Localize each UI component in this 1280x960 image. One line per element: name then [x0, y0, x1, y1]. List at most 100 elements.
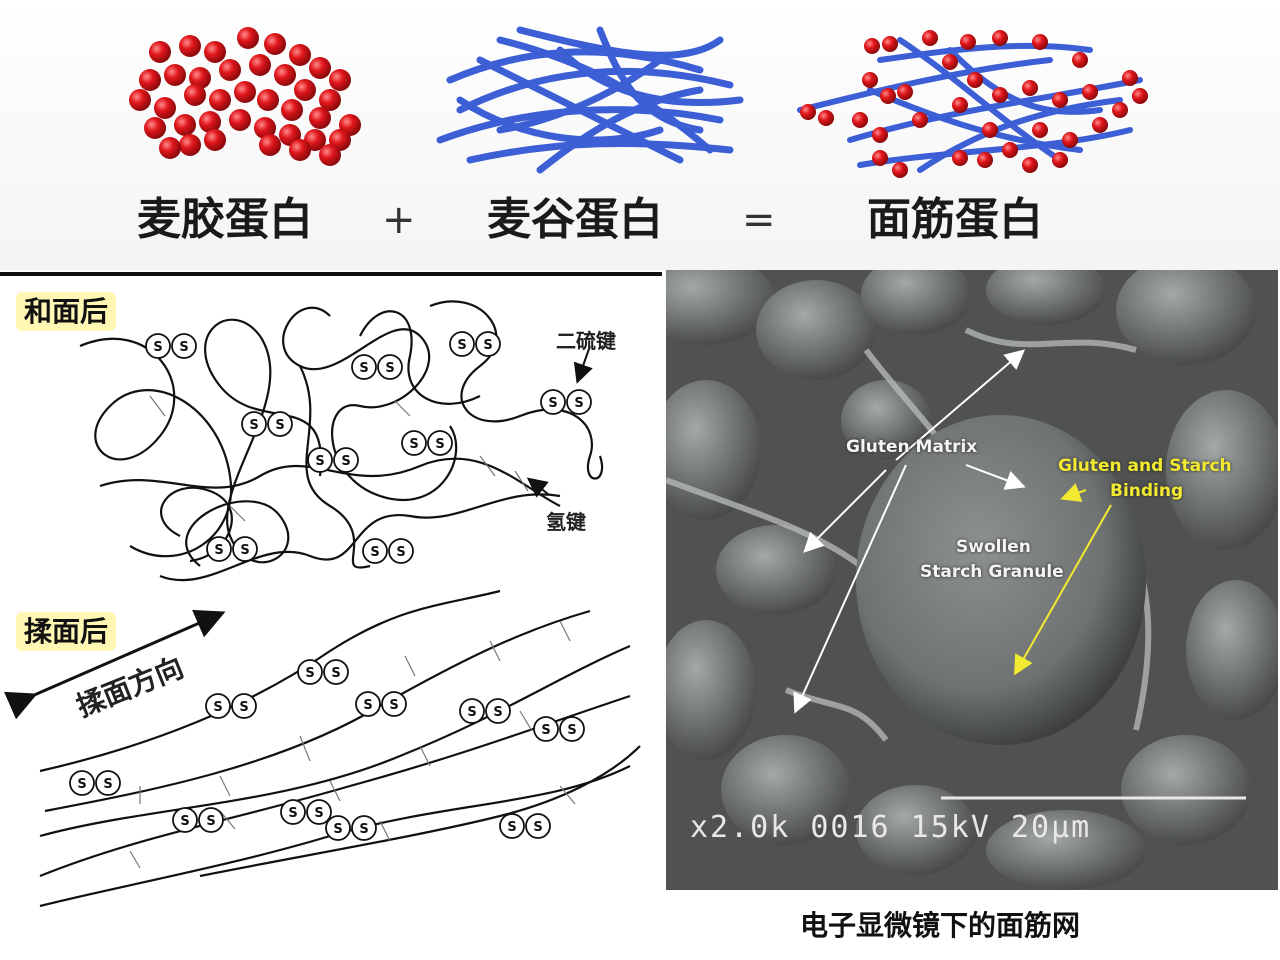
gliadin-bead [174, 114, 196, 136]
gliadin-bead [329, 69, 351, 91]
sulfur-atom: S [241, 411, 267, 437]
svg-text:S: S [288, 806, 297, 821]
gluten-network-illustration [797, 30, 1148, 178]
disulfide-pointer-arrow [573, 345, 593, 384]
hydrogen-pointer-arrow [526, 477, 549, 498]
svg-text:S: S [331, 666, 340, 681]
gliadin-bead [219, 59, 241, 81]
sulfur-atom: S [362, 538, 388, 564]
svg-text:S: S [359, 822, 368, 837]
svg-text:S: S [359, 361, 368, 376]
gliadin-bead [319, 144, 341, 166]
gluten-bead [952, 150, 968, 166]
glutenin-fiber-bundle [436, 26, 744, 174]
gluten-starch-binding-label-1: Gluten and Starch [1058, 456, 1232, 476]
gliadin-bead [139, 69, 161, 91]
glutenin-fiber [476, 56, 684, 164]
gliadin-bead [189, 67, 211, 89]
gluten-bead [912, 112, 928, 128]
gliadin-bead [234, 81, 256, 103]
sulfur-atom: S [427, 430, 453, 456]
sulfur-atom: S [401, 430, 427, 456]
svg-text:S: S [305, 666, 314, 681]
aligned-chains [39, 589, 641, 908]
sulfur-atom: S [540, 389, 566, 415]
gliadin-bead [184, 84, 206, 106]
starch-granule-label: Starch Granule [920, 562, 1064, 582]
sulfur-atom: S [69, 770, 95, 796]
gluten-fiber [847, 77, 1143, 143]
sulfur-atom: S [325, 815, 351, 841]
svg-text:S: S [206, 814, 215, 829]
sulfur-atom: S [533, 716, 559, 742]
svg-text:S: S [363, 698, 372, 713]
svg-text:S: S [239, 700, 248, 715]
hydrogen-bond-label: 氢键 [546, 510, 586, 534]
svg-text:S: S [370, 545, 379, 560]
gluten-bead [1092, 117, 1108, 133]
protein-illustrations [129, 26, 1148, 178]
sem-texture [666, 270, 1278, 890]
gluten-bead [1022, 80, 1038, 96]
gliadin-bead [154, 97, 176, 119]
svg-text:S: S [180, 814, 189, 829]
hydrogen-bond-ticks [149, 395, 529, 522]
svg-text:S: S [77, 777, 86, 792]
gluten-bead [960, 34, 976, 50]
sulfur-atom: S [449, 331, 475, 357]
sulfur-atom: S [485, 698, 511, 724]
microscope-readout: x2.0k 0016 15kV 20μm [690, 810, 1092, 845]
sulfur-atom: S [171, 333, 197, 359]
gliadin-bead [209, 89, 231, 111]
svg-text:S: S [493, 705, 502, 720]
plus-sign: + [382, 197, 416, 243]
svg-text:S: S [213, 700, 222, 715]
sulfur-atom: S [231, 693, 257, 719]
sulfur-atom: S [198, 807, 224, 833]
gliadin-bead [149, 41, 171, 63]
gluten-bead [882, 36, 898, 52]
sulfur-atom: S [499, 813, 525, 839]
svg-text:S: S [483, 338, 492, 353]
gliadin-bead [204, 129, 226, 151]
gliadin-bead [179, 35, 201, 57]
svg-text:S: S [533, 820, 542, 835]
gluten-bead [1082, 84, 1098, 100]
kneading-direction-arrow [4, 609, 226, 720]
sulfur-atom: S [206, 536, 232, 562]
sem-pointer-arrows [793, 349, 1112, 714]
sulfur-atom: S [475, 331, 501, 357]
gluten-bead [864, 38, 880, 54]
sulfur-atom: S [307, 447, 333, 473]
sulfur-atom: S [172, 807, 198, 833]
svg-text:S: S [396, 545, 405, 560]
gluten-bead [1022, 157, 1038, 173]
glutenin-label: 麦谷蛋白 [487, 194, 663, 245]
sulfur-atom: S [323, 659, 349, 685]
gliadin-bead [229, 109, 251, 131]
gliadin-bead [289, 44, 311, 66]
section-divider [0, 272, 662, 276]
sulfur-atom: S [306, 799, 332, 825]
sulfur-atom: S [459, 698, 485, 724]
tangled-chains [79, 300, 603, 582]
gliadin-bead [159, 137, 181, 159]
gluten-fiber [947, 47, 1103, 115]
svg-text:S: S [341, 454, 350, 469]
gliadin-bead [264, 33, 286, 55]
gluten-bead [1052, 152, 1068, 168]
sulfur-atom: S [267, 411, 293, 437]
sulfur-atom: S [377, 354, 403, 380]
gluten-bead [800, 104, 816, 120]
sulfur-atom: S [355, 691, 381, 717]
gluten-bead [892, 162, 908, 178]
gluten-bead [1122, 70, 1138, 86]
gluten-bead [1072, 52, 1088, 68]
svg-text:S: S [240, 543, 249, 558]
svg-text:S: S [179, 340, 188, 355]
gliadin-bead [237, 27, 259, 49]
sulfur-atom: S [333, 447, 359, 473]
gluten-bead [818, 110, 834, 126]
gluten-bead [872, 127, 888, 143]
gluten-bead [1032, 34, 1048, 50]
